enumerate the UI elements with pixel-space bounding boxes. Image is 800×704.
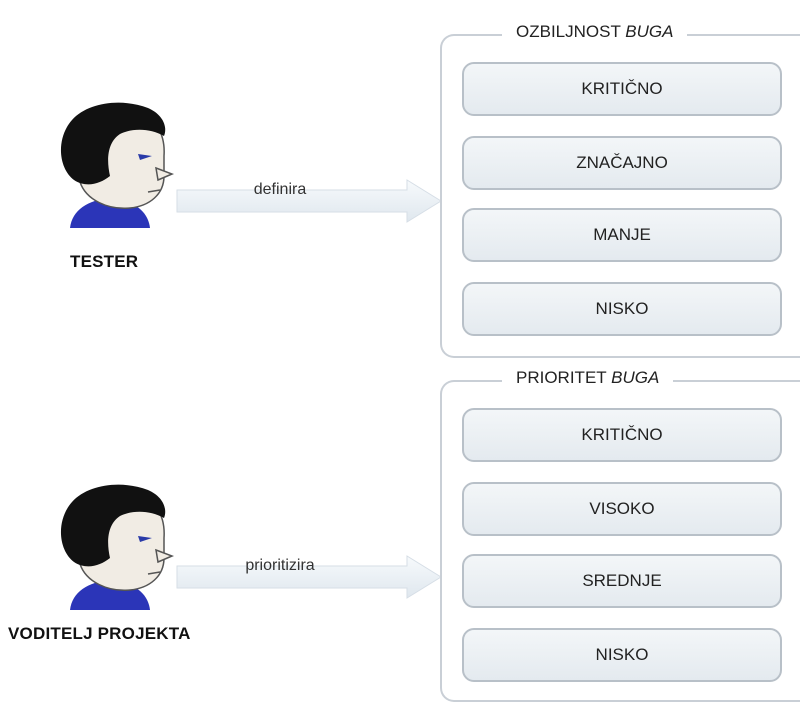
- priority-title-emphasis: BUGA: [611, 368, 660, 387]
- project-lead-figure-icon: [30, 480, 190, 610]
- severity-title-emphasis: BUGA: [625, 22, 674, 41]
- severity-group: OZBILJNOST BUGA KRITIČNO ZNAČAJNO MANJE …: [440, 22, 800, 358]
- defines-arrow: definira: [175, 176, 445, 226]
- severity-item-significant: ZNAČAJNO: [462, 136, 782, 190]
- priority-item-critical: KRITIČNO: [462, 408, 782, 462]
- tester-figure-icon: [30, 98, 190, 228]
- severity-title: OZBILJNOST BUGA: [502, 22, 688, 42]
- severity-item-critical: KRITIČNO: [462, 62, 782, 116]
- severity-item-low: NISKO: [462, 282, 782, 336]
- priority-title: PRIORITET BUGA: [502, 368, 674, 388]
- priority-item-low: NISKO: [462, 628, 782, 682]
- priority-item-high: VISOKO: [462, 482, 782, 536]
- project-lead-label: VODITELJ PROJEKTA: [8, 624, 191, 643]
- prioritizes-arrow: prioritizira: [175, 552, 445, 602]
- tester-label: TESTER: [70, 252, 139, 271]
- severity-item-minor: MANJE: [462, 208, 782, 262]
- defines-label: definira: [253, 181, 307, 198]
- prioritizes-label: prioritizira: [245, 557, 315, 574]
- priority-item-medium: SREDNJE: [462, 554, 782, 608]
- priority-group: PRIORITET BUGA KRITIČNO VISOKO SREDNJE N…: [440, 368, 800, 702]
